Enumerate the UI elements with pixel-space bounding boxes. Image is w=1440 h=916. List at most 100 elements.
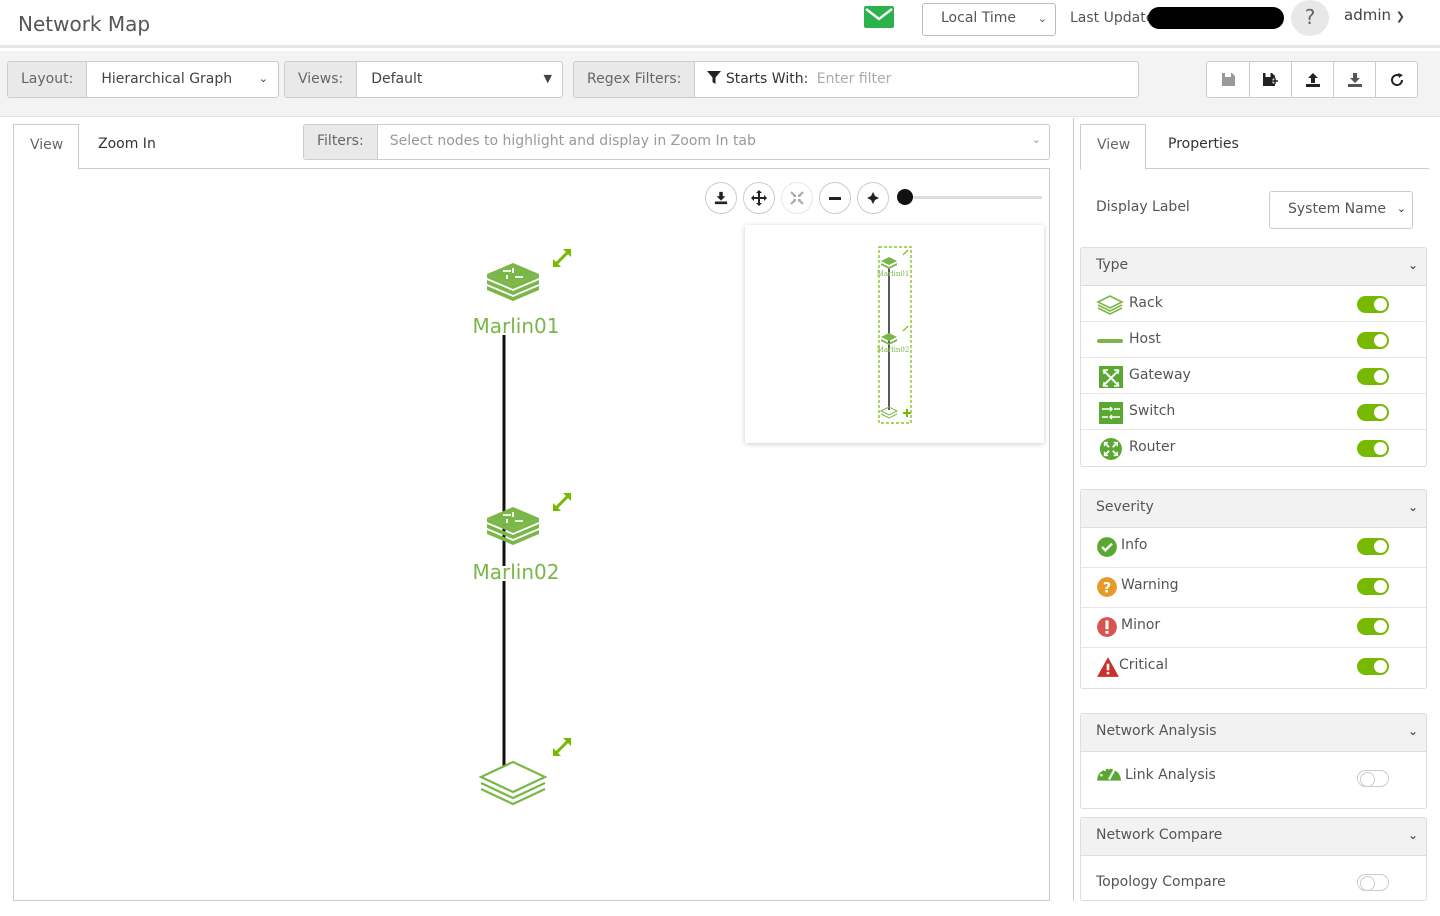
chevron-down-icon: ❯ — [1395, 10, 1405, 23]
graph-node-marlin02[interactable]: Marlin02 — [471, 491, 573, 586]
upload-button[interactable] — [1291, 62, 1333, 97]
filters-placeholder: Select nodes to highlight and display in… — [389, 133, 756, 149]
tab-zoom-in[interactable]: Zoom In — [98, 136, 156, 152]
critical-toggle[interactable] — [1357, 658, 1389, 675]
network-analysis-header[interactable]: Network Analysis ⌄ — [1081, 714, 1426, 752]
node-filter-select[interactable]: Filters: Select nodes to highlight and d… — [303, 124, 1050, 160]
row-label: Gateway — [1129, 367, 1191, 383]
rack-toggle[interactable] — [1357, 296, 1389, 313]
zoom-slider-handle[interactable] — [897, 189, 913, 205]
display-label-select[interactable]: System Name ⌄ — [1269, 191, 1413, 229]
gauge-icon — [1097, 766, 1121, 781]
views-select[interactable]: Views: Default ▼ — [284, 61, 563, 98]
layout-label: Layout: — [8, 62, 88, 97]
graph-node-rack[interactable] — [478, 736, 573, 806]
toolbar-actions — [1206, 61, 1418, 98]
mail-icon[interactable] — [864, 6, 894, 28]
expand-icon[interactable] — [551, 491, 573, 513]
network-analysis-section: Network Analysis ⌄ Link Analysis — [1080, 713, 1427, 809]
minimap-node-label: Marlin01 — [877, 270, 910, 278]
filter-icon[interactable] — [707, 71, 722, 85]
chevron-down-icon: ⌄ — [1407, 828, 1418, 842]
severity-section: Severity ⌄ Info ? Warning Minor Critical — [1080, 489, 1427, 689]
layout-select[interactable]: Layout: Hierarchical Graph ⌄ — [7, 61, 279, 98]
graph-tabs: View Zoom In Filters: Select nodes to hi… — [13, 124, 1050, 170]
display-label-caption: Display Label — [1096, 199, 1190, 215]
severity-row-critical: Critical — [1081, 648, 1426, 688]
header-bar: Network Map Local Time ⌄ Last Update ? a… — [0, 0, 1440, 48]
link-analysis-toggle[interactable] — [1357, 770, 1389, 787]
network-graph[interactable]: Marlin01 Marlin02 — [14, 169, 1049, 899]
rack-icon — [478, 760, 548, 806]
severity-row-info: Info — [1081, 528, 1426, 568]
info-check-icon — [1097, 537, 1117, 557]
section-title: Network Analysis — [1096, 723, 1217, 739]
type-row-host: Host — [1081, 322, 1426, 358]
time-mode-select[interactable]: Local Time ⌄ — [922, 3, 1056, 36]
network-compare-header[interactable]: Network Compare ⌄ — [1081, 818, 1426, 856]
gateway-toggle[interactable] — [1357, 368, 1389, 385]
fit-button[interactable] — [857, 182, 889, 214]
page-title: Network Map — [18, 12, 151, 36]
chevron-down-icon: ⌄ — [1393, 202, 1406, 215]
svg-text:?: ? — [1103, 581, 1111, 597]
minor-toggle[interactable] — [1357, 618, 1389, 635]
router-icon — [1099, 438, 1122, 460]
zoom-slider-track[interactable] — [902, 196, 1042, 199]
chevron-down-icon: ⌄ — [1031, 133, 1041, 146]
expand-icon[interactable] — [551, 247, 573, 269]
row-label: Warning — [1121, 577, 1179, 593]
user-name: admin — [1344, 6, 1391, 24]
warning-question-icon: ? — [1097, 577, 1117, 597]
help-button[interactable]: ? — [1291, 0, 1329, 36]
tab-view[interactable]: View — [1080, 124, 1146, 170]
graph-node-marlin01[interactable]: Marlin01 — [471, 247, 573, 340]
minimap-graph: Marlin01 Marlin02 — [877, 246, 912, 424]
router-toggle[interactable] — [1357, 440, 1389, 457]
save-button[interactable] — [1207, 62, 1249, 97]
regex-mode[interactable]: Starts With: — [725, 71, 809, 87]
minimap[interactable]: Marlin01 Marlin02 — [745, 225, 1044, 443]
type-section: Type ⌄ Rack Host Gateway Switch Router — [1080, 247, 1427, 467]
row-label: Link Analysis — [1125, 767, 1216, 783]
download-button[interactable] — [1333, 62, 1375, 97]
export-graph-button[interactable] — [705, 182, 737, 214]
layout-value: Hierarchical Graph — [101, 71, 233, 87]
refresh-button[interactable] — [1375, 62, 1417, 97]
chevron-down-icon: ⌄ — [1407, 500, 1418, 514]
minor-exclamation-icon — [1097, 617, 1117, 637]
expand-icon[interactable] — [551, 736, 573, 758]
graph-canvas[interactable]: Marlin01 Marlin02 — [13, 169, 1050, 901]
redacted-timestamp — [1148, 7, 1284, 29]
tab-properties[interactable]: Properties — [1168, 136, 1239, 152]
switch-stack-icon — [486, 262, 540, 302]
chevron-down-icon: ⌄ — [1407, 258, 1418, 272]
host-toggle[interactable] — [1357, 332, 1389, 349]
row-label: Rack — [1129, 295, 1163, 311]
regex-filter-input[interactable]: Starts With: Enter filter — [695, 62, 1138, 97]
tab-view[interactable]: View — [13, 124, 79, 170]
severity-section-header[interactable]: Severity ⌄ — [1081, 490, 1426, 528]
save-as-button[interactable] — [1249, 62, 1291, 97]
pan-button[interactable] — [743, 182, 775, 214]
info-toggle[interactable] — [1357, 538, 1389, 555]
type-section-header[interactable]: Type ⌄ — [1081, 248, 1426, 286]
topology-compare-toggle[interactable] — [1357, 874, 1389, 891]
row-label: Info — [1121, 537, 1148, 553]
switch-toggle[interactable] — [1357, 404, 1389, 421]
regex-placeholder: Enter filter — [816, 71, 892, 87]
warning-toggle[interactable] — [1357, 578, 1389, 595]
refresh-icon — [1390, 72, 1403, 86]
time-mode-value: Local Time — [941, 10, 1016, 26]
download-icon — [1347, 72, 1362, 87]
chevron-down-icon: ⌄ — [258, 72, 268, 85]
zoom-out-button[interactable] — [819, 182, 851, 214]
chevron-down-icon: ⌄ — [1407, 724, 1418, 738]
node-label: Marlin02 — [473, 560, 560, 584]
switch-icon — [1099, 402, 1123, 424]
node-label: Marlin01 — [473, 314, 560, 338]
analysis-row-link: Link Analysis — [1081, 752, 1426, 808]
row-label: Minor — [1121, 617, 1161, 633]
user-menu[interactable]: admin ❯ — [1344, 6, 1405, 24]
collapse-button[interactable] — [781, 182, 813, 214]
